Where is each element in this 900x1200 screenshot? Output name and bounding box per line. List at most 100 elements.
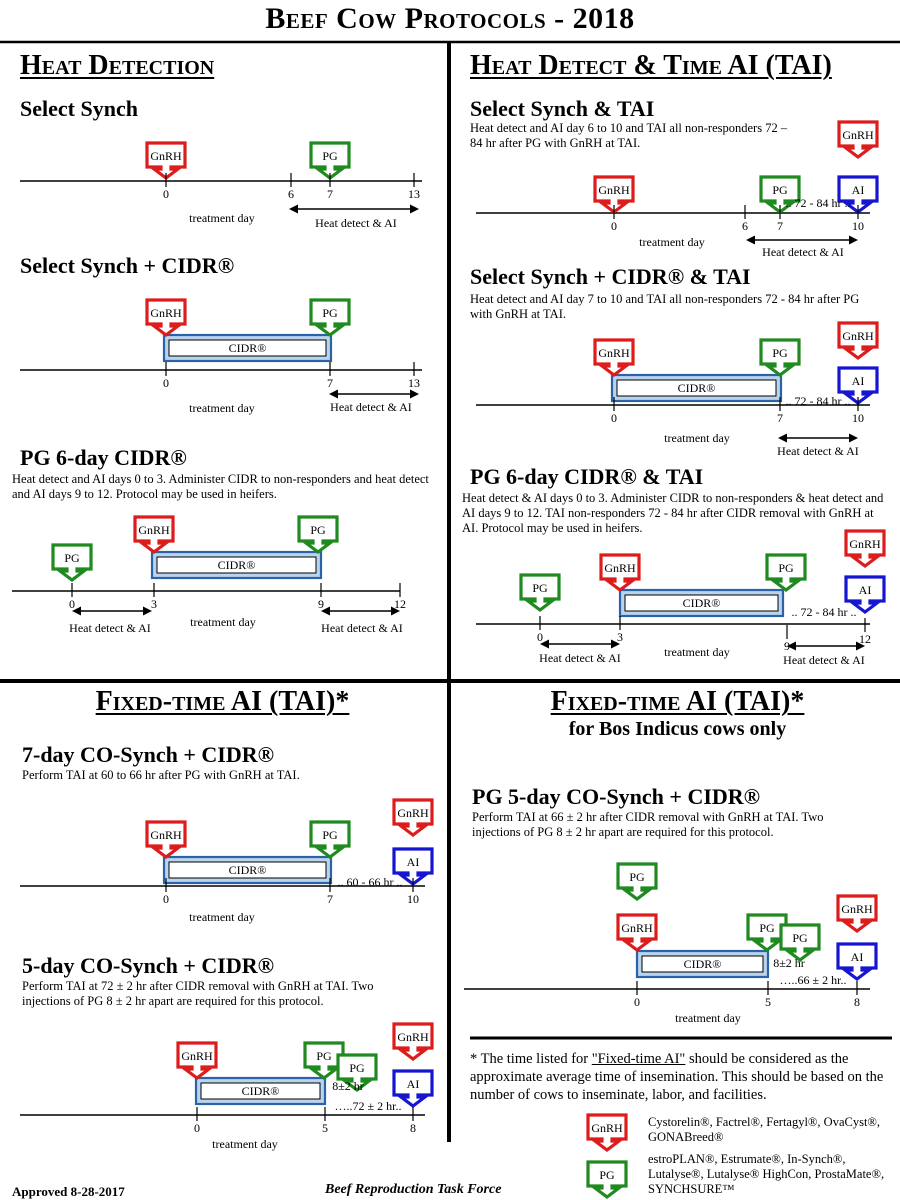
- protocol-select-synch-tai-desc: Heat detect and AI day 6 to 10 and TAI a…: [470, 121, 788, 150]
- legend-pg-marker-label: PG: [599, 1168, 615, 1182]
- legend-pg-marker: [586, 1160, 628, 1199]
- ss-tick-6-label: 6: [288, 187, 294, 201]
- pg6-pg1-marker: [51, 543, 93, 582]
- sstai-interval-label: .. 72 - 84 hr ..: [786, 196, 851, 210]
- protocol-select-synch-cidr-tai-title: Select Synch + CIDR® & TAI: [470, 264, 751, 289]
- ss-tick-7-label: 7: [327, 187, 333, 201]
- sstai-heat-detect-label: Heat detect & AI: [762, 245, 844, 259]
- ssctai-heat-detect-arrow-head-left: [778, 433, 787, 443]
- co5-pg1-marker-label: PG: [316, 1049, 332, 1063]
- pg6tai-gnrh-tai-marker-label: GnRH: [849, 537, 881, 551]
- pg6-cidr-bar-inner: [156, 556, 317, 574]
- ssctai-cidr-bar-label: CIDR®: [678, 381, 716, 395]
- ssctai-tick-0-label: 0: [611, 411, 617, 425]
- pg6tai-cidr-bar-label: CIDR®: [683, 596, 721, 610]
- co7-interval-label: .. 60 - 66 hr ..: [338, 875, 403, 889]
- pg6-heat-detect-label-2: Heat detect & AI: [321, 621, 403, 635]
- pg5-treatment-day: treatment day: [675, 1011, 741, 1025]
- footnote-term: "Fixed-time AI": [591, 1051, 686, 1067]
- protocol-pg6-cidr-title: PG 6-day CIDR®: [20, 445, 187, 470]
- ss-tick-0-label: 0: [163, 187, 169, 201]
- pg6-pg1-marker-label: PG: [64, 551, 80, 565]
- pg5-gnrh-tai-marker: [836, 894, 878, 933]
- co5-cidr-bar-label: CIDR®: [242, 1084, 280, 1098]
- ssctai-gnrh-tai-marker-label: GnRH: [842, 329, 874, 343]
- ssctai-gnrh-marker: [593, 338, 635, 377]
- pg6-tick-12-label: 12: [394, 597, 406, 611]
- pg5-pg-gap-label: 8±2 hr: [773, 956, 805, 970]
- task-force-name: Beef Reproduction Task Force: [325, 1182, 502, 1197]
- pg6tai-tick-0-label: 0: [537, 630, 543, 644]
- ss-pg-marker-label: PG: [322, 149, 338, 163]
- pg6-heat-detect-arrow-2-head-left: [321, 606, 330, 616]
- ssctai-cidr-bar-inner: [616, 379, 777, 397]
- co5-ai-marker: [392, 1069, 434, 1108]
- ssctai-gnrh-tai-marker: [837, 321, 879, 360]
- pg6-cidr-bar-label: CIDR®: [218, 558, 256, 572]
- pg6-tick-3-label: 3: [151, 597, 157, 611]
- ssctai-ai-marker: [837, 366, 879, 405]
- co5-gnrh-tai-marker-label: GnRH: [397, 1030, 429, 1044]
- pg5-tick-8-label: 8: [854, 995, 860, 1009]
- ssc-tick-0-label: 0: [163, 376, 169, 390]
- pg5-pg2-marker: [779, 923, 821, 962]
- pg5-cidr-bar-inner: [641, 955, 764, 973]
- co5-tick-5-label: 5: [322, 1121, 328, 1135]
- pg6tai-ai-marker: [844, 575, 886, 614]
- pg6tai-heat-detect-label-1: Heat detect & AI: [539, 651, 621, 665]
- ssc-gnrh-marker-label: GnRH: [150, 306, 182, 320]
- sstai-gnrh-marker-label: GnRH: [598, 183, 630, 197]
- protocol-5day-cosynch-desc: Perform TAI at 72 ± 2 hr after CIDR remo…: [22, 979, 374, 1008]
- pg5-pg-pre-marker: [616, 862, 658, 901]
- co7-gnrh-tai-marker-label: GnRH: [397, 806, 429, 820]
- pg6tai-pg1-marker: [519, 573, 561, 612]
- pg5-pg-pre-marker-label: PG: [629, 870, 645, 884]
- co5-treatment-day: treatment day: [212, 1137, 278, 1151]
- co7-pg-marker: [309, 820, 351, 859]
- ssc-treatment-day: treatment day: [189, 401, 255, 415]
- pg5-gnrh-marker: [616, 913, 658, 952]
- ssc-heat-detect-label: Heat detect & AI: [330, 400, 412, 414]
- protocol-5day-cosynch-title: 5-day CO-Synch + CIDR®: [22, 953, 275, 978]
- ss-heat-detect-arrow-head-right: [410, 204, 419, 214]
- page-title: Beef Cow Protocols - 2018: [265, 2, 635, 35]
- protocol-7day-cosynch-desc: Perform TAI at 60 to 66 hr after PG with…: [22, 768, 300, 782]
- co5-gnrh-marker-label: GnRH: [181, 1049, 213, 1063]
- pg5-cidr-bar-label: CIDR®: [684, 957, 722, 971]
- ssctai-heat-detect-arrow-head-right: [849, 433, 858, 443]
- pg6-heat-detect-arrow-1-head-left: [72, 606, 81, 616]
- sstai-ai-marker-label: AI: [852, 183, 865, 197]
- ssc-tick-13-label: 13: [408, 376, 420, 390]
- pg5-ai-marker: [836, 942, 878, 981]
- sstai-tick-7-label: 7: [777, 219, 783, 233]
- ss-heat-detect-arrow-head-left: [289, 204, 298, 214]
- protocol-select-synch-cidr-tai-desc: Heat detect and AI day 7 to 10 and TAI a…: [470, 292, 860, 321]
- pg6tai-gnrh-marker-label: GnRH: [604, 561, 636, 575]
- sstai-gnrh-marker: [593, 175, 635, 214]
- legend-pg-products: estroPLAN®, Estrumate®, In-Synch®, Lutal…: [648, 1152, 885, 1196]
- pg5-tick-5-label: 5: [765, 995, 771, 1009]
- ssc-heat-detect-arrow-head-left: [329, 389, 338, 399]
- co5-tick-0-label: 0: [194, 1121, 200, 1135]
- co7-treatment-day: treatment day: [189, 910, 255, 924]
- pg6-heat-detect-label-1: Heat detect & AI: [69, 621, 151, 635]
- footnote-rest: should be considered as the approximate …: [470, 1051, 884, 1103]
- co7-gnrh-marker-label: GnRH: [150, 828, 182, 842]
- sstai-pg-marker: [759, 175, 801, 214]
- ssc-tick-7-label: 7: [327, 376, 333, 390]
- protocol-select-synch-title: Select Synch: [20, 96, 138, 121]
- pg6tai-pg2-marker: [765, 553, 807, 592]
- protocol-pg6-cidr-desc: Heat detect and AI days 0 to 3. Administ…: [12, 472, 429, 501]
- ss-heat-detect-label: Heat detect & AI: [315, 216, 397, 230]
- ss-pg-marker: [309, 141, 351, 180]
- co7-pg-marker-label: PG: [322, 828, 338, 842]
- ss-tick-13-label: 13: [408, 187, 420, 201]
- pg5-ai-marker-label: AI: [851, 950, 864, 964]
- co7-cidr-bar-inner: [168, 861, 327, 879]
- ss-gnrh-marker: [145, 141, 187, 180]
- pg6tai-tick-12-label: 12: [859, 632, 871, 646]
- co7-tick-10-label: 10: [407, 892, 419, 906]
- co5-ai-marker-label: AI: [407, 1077, 420, 1091]
- legend-gnrh-marker-label: GnRH: [591, 1121, 623, 1135]
